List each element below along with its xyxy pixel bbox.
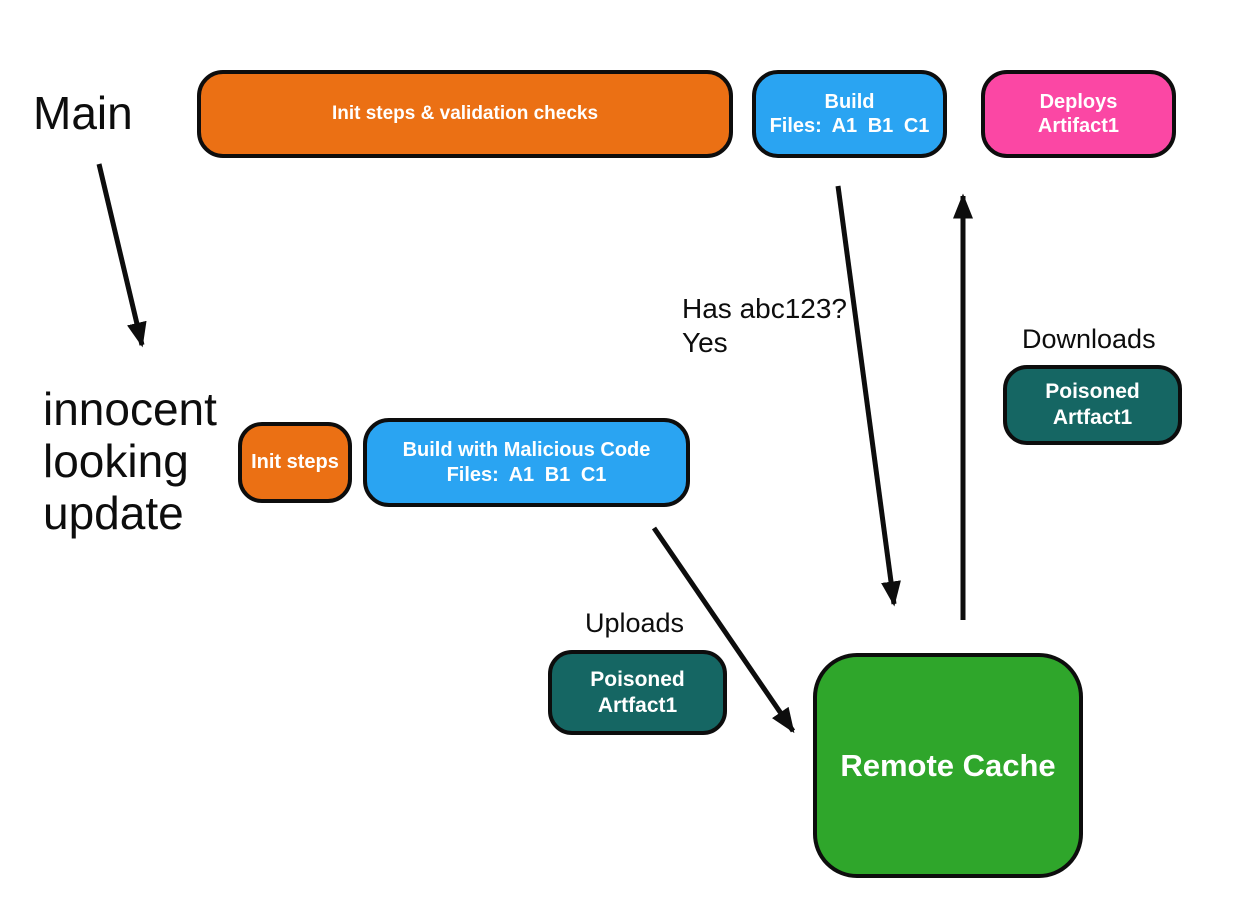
downloads-caption: Downloads [1022,324,1156,354]
upload-artifact-box: Poisoned Artfact1 [548,650,727,735]
uploads-caption: Uploads [585,608,685,638]
main-branch-label: Main [33,87,133,139]
upload-artifact-line2: Artfact1 [597,693,678,717]
download-artifact-box: Poisoned Artfact1 [1003,365,1182,445]
download-artifact-line1: Poisoned [1045,380,1140,404]
remote-cache-label: Remote Cache [840,747,1056,783]
download-artifact-line2: Artfact1 [1052,406,1133,429]
malicious-build-files: Files: A1 B1 C1 [446,463,607,486]
cache-query-answer: Yes [682,327,728,358]
cache-query-question: Has abc123? [682,293,848,324]
cache-query-label: Has abc123? Yes [682,292,847,360]
update-branch-label-line2: looking [43,435,189,487]
build-box-title: Build [824,90,875,113]
init-validation-box: Init steps & validation checks [197,70,733,158]
init-validation-label: Init steps & validation checks [331,103,599,125]
init-steps-label: Init steps [251,451,339,474]
update-branch-label-line3: update [43,487,184,539]
arrow-main-to-update [96,163,147,348]
arrow-malicious-build-to-cache [651,526,796,734]
upload-artifact-line1: Poisoned [590,667,685,691]
init-steps-box: Init steps [238,422,352,503]
deploy-box: Deploys Artifact1 [981,70,1176,158]
build-box-files: Files: A1 B1 C1 [769,115,930,137]
remote-cache-box: Remote Cache [813,653,1083,878]
update-branch-label: innocent looking update [43,383,217,539]
update-branch-label-line1: innocent [43,383,217,435]
deploy-box-artifact: Artifact1 [1037,115,1120,137]
deploy-box-title: Deploys [1039,90,1118,113]
arrow-build-to-cache [835,185,901,607]
malicious-build-box: Build with Malicious Code Files: A1 B1 C… [363,418,690,507]
build-box: Build Files: A1 B1 C1 [752,70,947,158]
malicious-build-title: Build with Malicious Code [402,439,651,462]
